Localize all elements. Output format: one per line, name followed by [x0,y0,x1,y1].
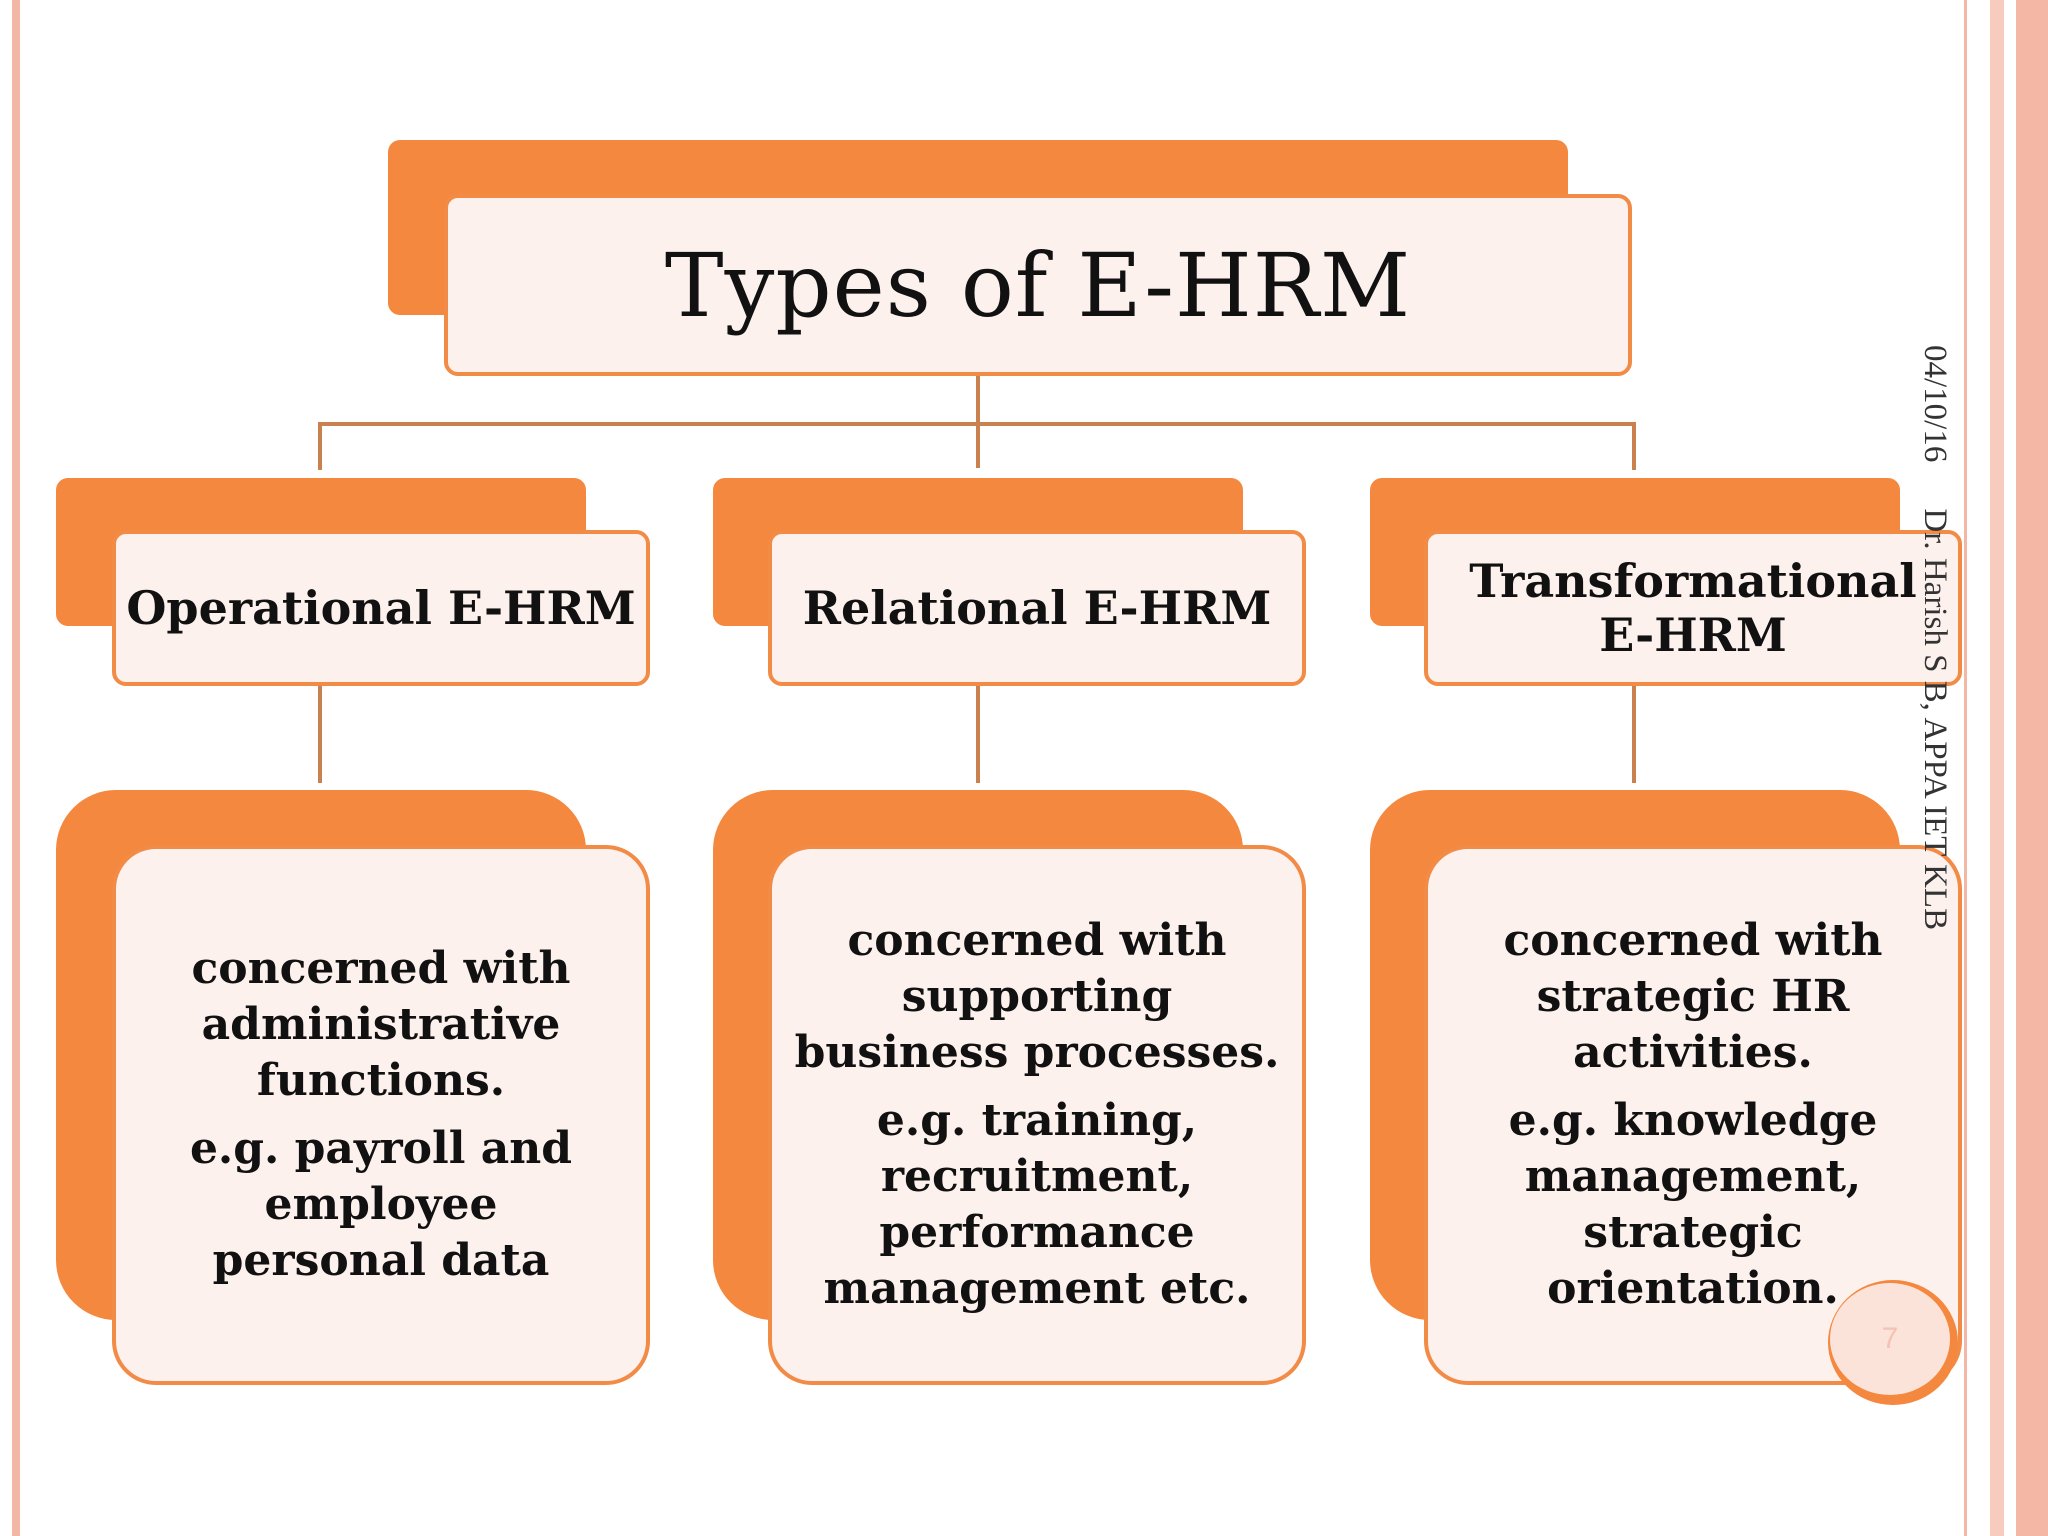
right-border-line [1964,0,1967,1536]
slide-footer: 04/10/16Dr. Harish S B, APPA IET KLB [1905,345,1965,1005]
page-number-badge-inner: 7 [1830,1283,1950,1395]
category-2-example: e.g. training, recruitment, performance … [823,1095,1251,1314]
page-number: 7 [1881,1322,1899,1355]
left-border-bar [12,0,20,1536]
category-3-heading: Transformational E-HRM [1469,553,1917,662]
category-2-heading: Relational E-HRM [802,580,1272,635]
category-3-description: concerned with strategic HR activities. [1503,915,1883,1079]
diagram-title: Types of E-HRM [664,233,1412,337]
category-3-example: e.g. knowledge management, strategic ori… [1508,1095,1878,1314]
category-1-header-box: Operational E-HRM [112,530,650,686]
category-1-description: concerned with administrative functions. [191,943,571,1107]
category-2-header-box: Relational E-HRM [768,530,1306,686]
title-box: Types of E-HRM [444,194,1632,376]
category-3-header-box: Transformational E-HRM [1424,530,1962,686]
category-1-example: e.g. payroll and employee personal data [189,1123,573,1286]
slide-author: Dr. Harish S B, APPA IET KLB [1917,508,1953,931]
category-2-description: concerned with supporting business proce… [794,915,1280,1079]
category-1-desc-box: concerned with administrative functions.… [112,845,650,1385]
category-2-desc-box: concerned with supporting business proce… [768,845,1306,1385]
category-1-heading: Operational E-HRM [126,580,636,635]
right-border-bar [1990,0,2048,1536]
slide-date: 04/10/16 [1917,345,1953,463]
category-3-desc-box: concerned with strategic HR activities. … [1424,845,1962,1385]
